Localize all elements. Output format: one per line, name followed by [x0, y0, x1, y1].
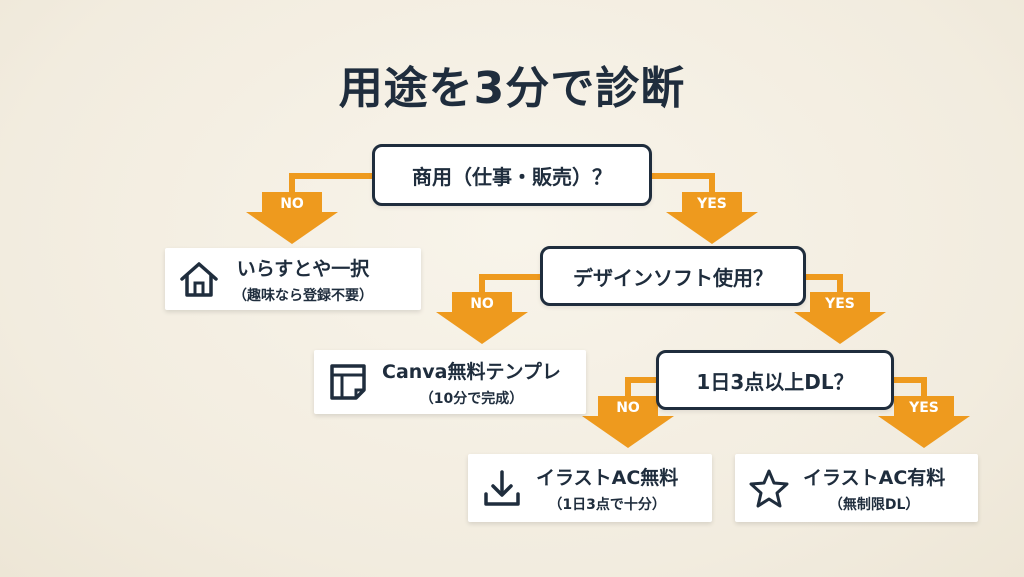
arrow-q2-no [436, 292, 528, 344]
connector-q3-no [625, 377, 656, 400]
branch-label-q1-yes: YES [697, 196, 727, 212]
branch-label-q1-no: NO [280, 196, 304, 212]
result-illustac-paid-title: イラストAC有料 [803, 466, 946, 489]
branch-label-q3-no: NO [616, 400, 640, 416]
connector-q3-yes [894, 377, 927, 400]
result-canva-template: Canva無料テンプレ （10分で完成） [314, 350, 586, 414]
branch-label-q2-no: NO [470, 296, 494, 312]
arrow-q1-yes [666, 192, 758, 244]
page-title: 用途を3分で診断 [338, 63, 686, 114]
star-icon [749, 469, 789, 508]
arrow-q3-no [582, 396, 674, 448]
branch-label-q3-yes: YES [909, 400, 939, 416]
download-icon [484, 470, 520, 506]
connector-q1-no [289, 173, 372, 196]
result-canva-title: Canva無料テンプレ [382, 360, 561, 383]
result-illustac-free: イラストAC無料 （1日3点で十分） [468, 454, 712, 522]
connector-q1-yes [652, 173, 715, 196]
arrow-q2-yes [794, 292, 886, 344]
question-commercial-use: 商用（仕事・販売）？ [372, 144, 652, 206]
result-irasutoya-note: （趣味なら登録不要） [233, 287, 373, 304]
result-illustac-paid-note: （無制限DL） [828, 496, 920, 513]
branch-label-q2-yes: YES [825, 296, 855, 312]
question-daily-downloads: 1日3点以上DL？ [656, 350, 894, 410]
connector-q2-yes [806, 274, 843, 296]
arrow-q1-no [246, 192, 338, 244]
result-canva-note: （10分で完成） [419, 390, 524, 407]
result-illustac-paid: イラストAC有料 （無制限DL） [735, 454, 978, 522]
house-icon [180, 262, 218, 297]
template-icon [330, 364, 366, 400]
result-illustac-free-note: （1日3点で十分） [548, 496, 666, 513]
connector-q2-no [479, 274, 540, 296]
question-design-software: デザインソフト使用？ [540, 246, 806, 306]
arrow-q3-yes [878, 396, 970, 448]
result-irasutoya: いらすとや一択 （趣味なら登録不要） [165, 248, 421, 310]
result-irasutoya-title: いらすとや一択 [236, 257, 370, 280]
result-illustac-free-title: イラストAC無料 [536, 466, 679, 489]
